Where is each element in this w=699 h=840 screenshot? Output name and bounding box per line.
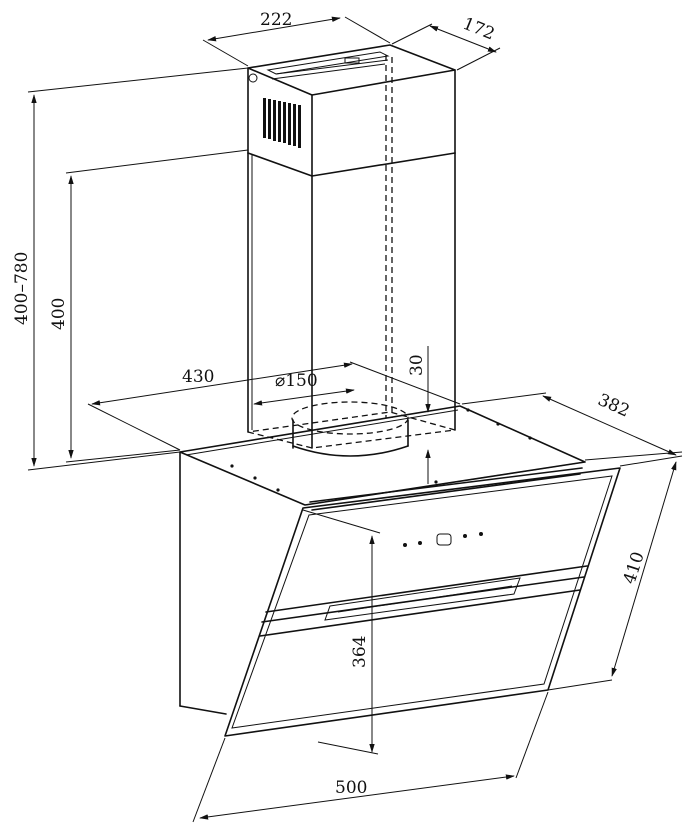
dimension-chimney-width-label: 222 [260,10,292,30]
hood-top-body [179,405,586,715]
ventilation-grille-icon [263,98,301,148]
control-button-icon [479,532,483,536]
dimension-chimney-height-label: 400 [49,298,69,330]
control-button-icon [403,543,407,547]
dimension-chimney-depth: 172 [391,14,501,71]
chimney-lower-section [247,152,456,449]
chimney-upper-section [247,44,456,177]
dimension-body-depth-label: 382 [595,390,633,421]
control-button-icon [418,541,422,545]
dimension-top-width-label: 430 [182,367,214,387]
dimension-chimney-width: 222 [202,10,391,67]
dimension-duct-offset-label: 30 [407,354,427,376]
dimension-duct-diameter-label: ⌀150 [275,371,318,391]
control-button-icon [463,534,467,538]
dimension-chimney-height: 400 [49,149,249,463]
dimension-panel-height-label: 410 [620,550,649,587]
dimension-duct-diameter: ⌀150 [253,371,355,406]
control-display-icon [436,533,452,546]
dimension-height-range-label: 400–780 [12,252,32,325]
dimension-vertical-height-label: 364 [350,636,370,668]
dimension-height-range: 400–780 [12,67,249,471]
dimension-top-width: 430 [87,361,461,451]
glass-front-panel [224,467,621,737]
control-panel [403,532,483,547]
dimension-bottom-width: 500 [192,691,549,823]
dimension-body-depth: 382 [461,390,683,461]
hidden-duct-lines [247,55,456,449]
dimension-panel-height: 410 [547,455,683,691]
dimension-vertical-height: 364 [302,509,381,755]
dimension-bottom-width-label: 500 [335,778,367,798]
dimension-duct-offset: 30 [407,346,431,484]
